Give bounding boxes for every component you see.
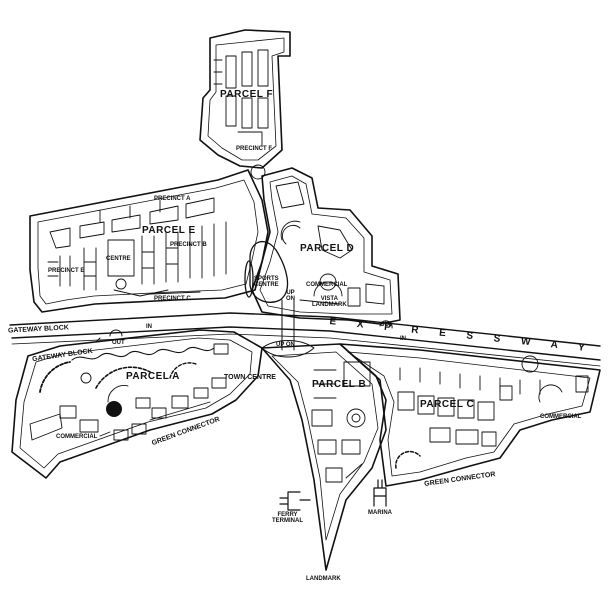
parcel-e-blocks (47, 197, 227, 297)
overpass-ramps (261, 299, 315, 358)
parcel-e-label: PARCEL E (142, 225, 196, 236)
vista-landmark-label: VISTA LANDMARK (312, 296, 347, 308)
precinct-f-label: PRECINCT F (236, 146, 272, 152)
commercial-c-label: COMMERCIAL (540, 414, 582, 420)
precinct-e-label: PRECINCT E (48, 268, 85, 274)
parcel-d-label: PARCEL D (300, 243, 355, 254)
parcel-f-outline (199, 29, 291, 169)
parcel-a-outline (11, 329, 263, 479)
centre-label: CENTRE (106, 256, 131, 262)
ferry-terminal-label: FERRY TERMINAL (272, 512, 303, 524)
in-west-label: IN (146, 324, 152, 330)
parcel-b-label: PARCEL B (312, 379, 367, 390)
parcel-e-outline (29, 169, 269, 313)
precinct-c-label: PRECINCT C (154, 296, 191, 302)
parcel-d-blocks (275, 181, 385, 307)
parcel-c-label: PARCEL C (420, 399, 475, 410)
parcel-b-outline (261, 343, 387, 571)
commercial-a-label: COMMERCIAL (56, 434, 98, 440)
access-arrows (95, 320, 393, 343)
parcel-b-blocks (311, 361, 371, 483)
landmark-label: LANDMARK (306, 576, 341, 582)
town-centre-label: TOWN CENTRE (224, 374, 276, 381)
marina-symbol (373, 479, 387, 507)
ferry-terminal-symbol (279, 491, 311, 511)
parcel-a-landmark-dot (106, 401, 122, 417)
parcel-c-outline (339, 343, 601, 487)
in-east-label: IN (400, 336, 406, 342)
parcel-a-blocks (29, 343, 229, 441)
parcel-a-label: PARCEL A (126, 371, 180, 382)
parcel-c-blocks (395, 355, 589, 469)
out-west-label: OUT (112, 340, 125, 346)
up-on-south-label: UP ON (276, 342, 295, 348)
out-east-label: OUT (380, 322, 393, 328)
sports-centre-label: SPORTS CENTRE (254, 276, 279, 288)
precinct-b-label: PRECINCT B (170, 242, 207, 248)
precinct-a-label: PRECINCT A (154, 196, 191, 202)
up-on-north-label: UP ON (286, 290, 295, 302)
commercial-d-label: COMMERCIAL (306, 282, 348, 288)
marina-label: MARINA (368, 510, 392, 516)
sports-centre-oval (244, 240, 289, 303)
parcel-f-label: PARCEL F (220, 89, 274, 100)
parcel-f-blocks (213, 49, 269, 180)
